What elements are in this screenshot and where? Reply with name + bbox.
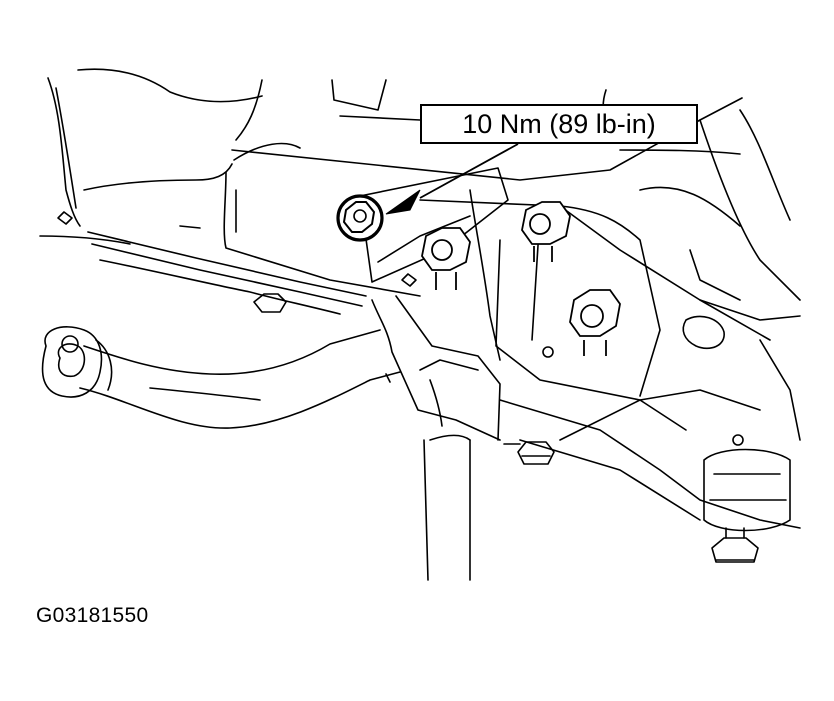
lower-arm bbox=[499, 399, 801, 529]
housing-inner-curve bbox=[55, 87, 77, 209]
crossmember-top bbox=[419, 199, 771, 341]
stabilizer-bar-top bbox=[83, 329, 381, 375]
crossmember-front bbox=[495, 239, 687, 431]
frame-rail-top bbox=[231, 97, 743, 181]
housing-top bbox=[77, 68, 263, 103]
frame-rail-face bbox=[223, 171, 421, 297]
bolt-head bbox=[732, 434, 744, 446]
bracket-bar-top bbox=[91, 243, 363, 307]
torque-target-nut bbox=[336, 194, 384, 242]
bracket-small-bolt bbox=[682, 315, 725, 350]
bolt-head bbox=[542, 346, 554, 358]
housing-lower bbox=[83, 163, 233, 191]
callout-leader bbox=[419, 143, 519, 199]
housing-wire bbox=[235, 79, 263, 141]
ball-joint bbox=[703, 448, 791, 532]
housing-outline bbox=[47, 77, 81, 227]
bar-clamp bbox=[371, 299, 501, 441]
stabilizer-bar-bottom bbox=[79, 371, 401, 429]
nut-lower bbox=[517, 441, 555, 465]
figure-id: G03181550 bbox=[36, 604, 149, 627]
callout-arrow-icon bbox=[385, 189, 421, 215]
flange-bolt-upper bbox=[521, 201, 571, 262]
ball-joint-nut bbox=[711, 537, 759, 563]
bar-end-link bbox=[41, 326, 103, 398]
vertical-strut-left bbox=[423, 439, 429, 581]
flange-bolt-lower bbox=[569, 289, 621, 356]
flange-bolt-middle bbox=[421, 227, 471, 290]
torque-spec-label: 10 Nm (89 lb-in) bbox=[420, 104, 698, 144]
bracket-bar-bottom bbox=[87, 231, 367, 297]
